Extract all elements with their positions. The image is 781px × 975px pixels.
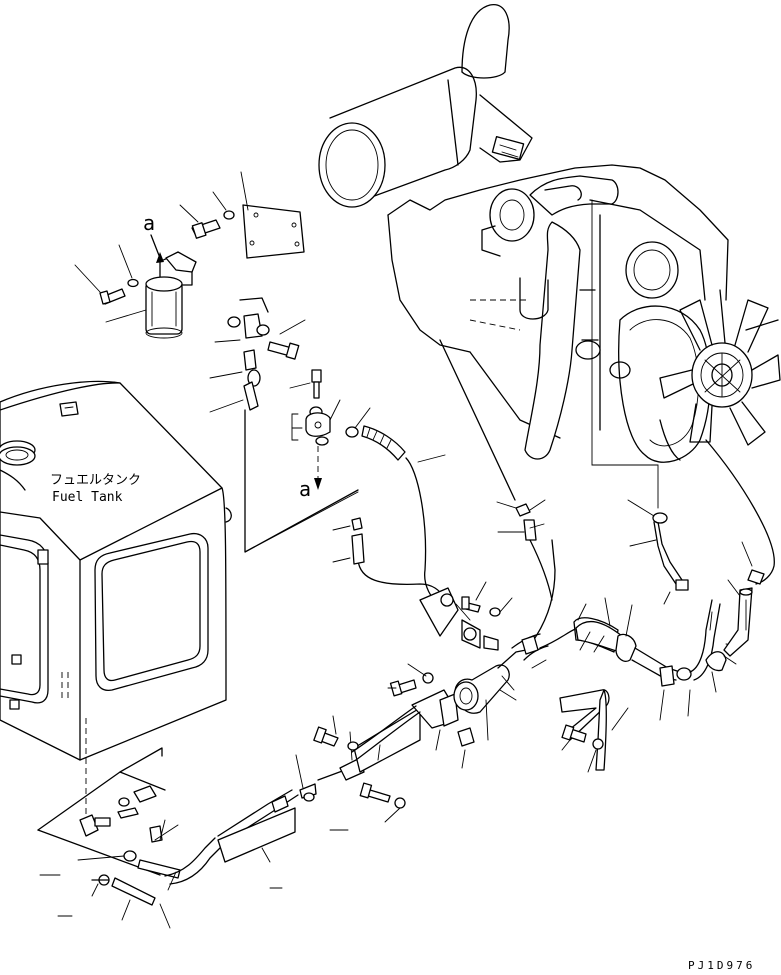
tank-label-jp: フュエルタンク [50,473,141,488]
drain-valve-detail [37,747,299,929]
tank-label-en: Fuel Tank [52,490,123,505]
clamp-assembly [289,369,446,611]
fan-icon [659,289,781,446]
engine-icon [318,4,729,509]
leader-lines [39,829,349,917]
fuel-hose-routing [217,339,775,863]
fuel-tank-icon [0,380,232,815]
filter-bracket [179,171,305,259]
outlet-fittings [209,297,359,553]
view-marker-a-top: a [143,211,155,235]
fuel-filter-icon [74,234,197,339]
drawing-code: PJ1D976 [688,959,755,972]
view-marker-a-mid: a [299,477,311,501]
